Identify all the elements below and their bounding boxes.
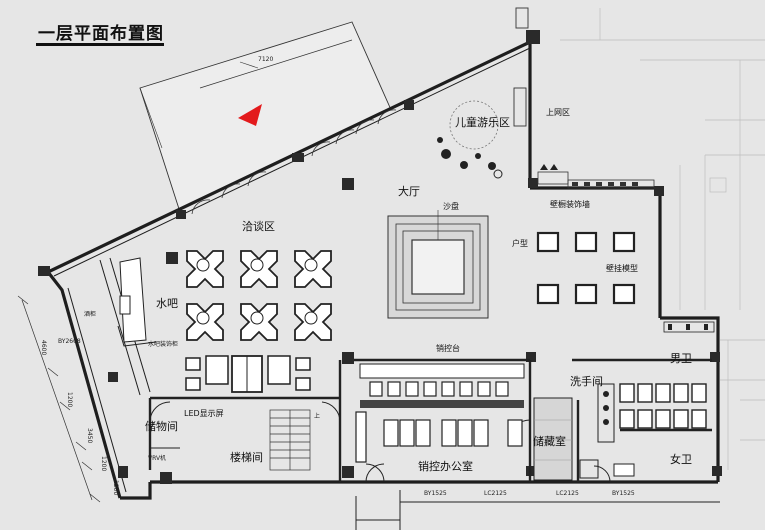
label-womens: 女卫 (670, 453, 692, 466)
label-water-bar-decor: 水吧装饰柜 (148, 341, 179, 348)
columns (38, 7, 722, 484)
label-hall: 大厅 (398, 185, 420, 198)
label-stairs: 楼梯间 (230, 451, 263, 464)
sales-desk (359, 363, 525, 408)
window-arcs (191, 109, 397, 215)
label-stairs-up: 上 (314, 413, 321, 420)
dim-bottom-c: LC2125 (556, 490, 579, 497)
dim-side-d: 3450 (86, 428, 93, 444)
page-title: 一层平面布置图 (38, 24, 164, 44)
unit-models (536, 231, 636, 305)
dim-side-c: 1200 (66, 392, 73, 408)
dim-bottom-d: BY1525 (612, 490, 635, 497)
dim-side-b: 4600 (40, 340, 47, 356)
dimension-lines (17, 39, 353, 503)
dim-side-f: 1200 (112, 480, 119, 496)
restroom-fixtures (597, 321, 715, 477)
label-mens: 男卫 (670, 352, 692, 365)
stairs (269, 409, 311, 471)
north-marker-icon (238, 104, 262, 126)
label-vrv: VRV机 (148, 455, 167, 462)
office-desks (355, 411, 523, 463)
sand-table (387, 210, 489, 319)
label-water-bar: 水吧 (156, 297, 178, 310)
dim-side-e: 1200 (100, 456, 107, 472)
label-negotiation-area: 洽谈区 (242, 220, 275, 233)
site-lines (560, 8, 765, 470)
kids-area (437, 87, 569, 185)
label-sand-table: 沙盘 (443, 202, 459, 211)
dim-top-width: 7120 (258, 56, 274, 63)
label-washroom: 洗手间 (570, 375, 603, 388)
label-kids-area: 儿童游乐区 (455, 116, 510, 129)
label-storage: 储物间 (145, 420, 178, 433)
label-storeroom: 储藏室 (533, 435, 566, 448)
partitions (148, 358, 712, 482)
label-wall-decor: 壁橱装饰墙 (550, 200, 590, 209)
title-underline (36, 43, 164, 46)
dim-bottom-a: BY1525 (424, 490, 447, 497)
water-bar (117, 257, 157, 347)
storeroom-hatch (533, 397, 573, 481)
label-sales-office: 销控办公室 (418, 460, 473, 473)
dim-bottom-b: LC2125 (484, 490, 507, 497)
dim-side-a: BY2608 (58, 338, 81, 345)
label-led-screen: LED显示屏 (184, 409, 224, 418)
lounge-seating (185, 355, 311, 393)
negotiation-tables (186, 250, 332, 341)
entrance (355, 490, 720, 530)
label-internet-area: 上网区 (546, 108, 570, 117)
label-unit-type: 户型 (512, 239, 528, 248)
label-wine-cabinet: 酒柜 (84, 311, 97, 318)
wall-decor (567, 179, 655, 189)
label-sales-desk: 销控台 (436, 344, 460, 353)
label-wall-model: 壁挂模型 (606, 264, 638, 273)
